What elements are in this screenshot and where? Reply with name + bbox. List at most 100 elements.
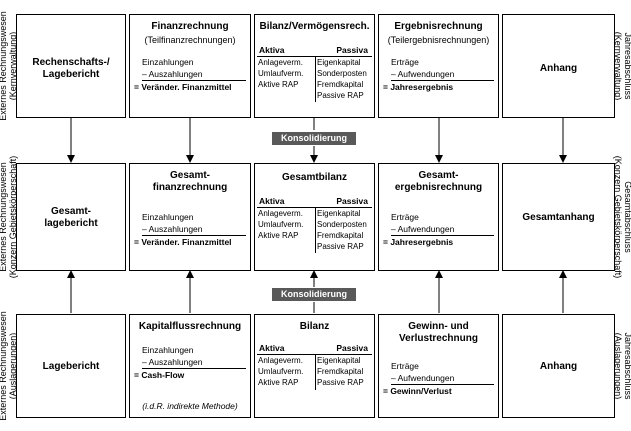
balance-title: Gesamtbilanz — [281, 172, 348, 183]
aktiva-label: Aktiva — [259, 45, 285, 55]
passiva-item: Passive RAP — [317, 378, 364, 387]
income-result: = Jahresergebnis — [383, 82, 454, 92]
box-income-row3: Gewinn- und Verlustrechnung Erträge – Au… — [378, 314, 499, 418]
t-account-rule — [257, 207, 372, 208]
flow-line-1: Einzahlungen — [142, 345, 194, 355]
annex-title: Anhang — [539, 63, 578, 74]
income-rule — [391, 384, 494, 385]
report-title: Lagebericht — [42, 361, 100, 372]
flow-subtitle: (Teilfinanzrechnungen) — [144, 35, 236, 45]
flow-line-2: – Auszahlungen — [142, 357, 203, 367]
box-balance-row2: Gesamtbilanz Aktiva Passiva Anlageverm. U… — [254, 163, 375, 271]
passiva-label: Passiva — [336, 343, 368, 353]
box-annex-row3: Anhang — [502, 314, 615, 418]
passiva-item: Eigenkapital — [317, 209, 361, 218]
flow-rule — [142, 368, 246, 369]
side-right-title: Jahresabschluss — [623, 332, 631, 400]
consolidation-label-bottom: Konsolidierung — [272, 288, 356, 301]
passiva-item: Eigenkapital — [317, 356, 361, 365]
box-annex-row1: Anhang — [502, 14, 615, 118]
aktiva-item: Aktive RAP — [258, 80, 299, 89]
income-line-2: – Aufwendungen — [391, 224, 455, 234]
balance-title: Bilanz/Vermögensrech. — [259, 21, 370, 32]
passiva-label: Passiva — [336, 45, 368, 55]
box-report-row2: Gesamt- lagebericht — [16, 163, 126, 271]
income-line-1: Erträge — [391, 57, 419, 67]
side-left-title: Externes Rechnungswesen — [0, 311, 8, 421]
income-title: Ergebnisrechnung — [394, 21, 483, 32]
side-label-left-row1: Externes Rechnungswesen(Kernverwaltung) — [0, 11, 18, 121]
income-line-2: – Aufwendungen — [391, 373, 455, 383]
box-flow-row3: Kapitalflussrechnung Einzahlungen – Ausz… — [129, 314, 251, 418]
box-annex-row2: Gesamtanhang — [502, 163, 615, 271]
box-flow-row2: Gesamt- finanzrechnung Einzahlungen – Au… — [129, 163, 251, 271]
side-label-right-row3: Jahresabschluss(Auslagerungen) — [613, 314, 631, 418]
flow-result: = Veränder. Finanzmittel — [134, 82, 232, 92]
side-right-title: Jahresabschluss — [623, 32, 631, 100]
passiva-item: Passive RAP — [317, 91, 364, 100]
flow-line-2: – Auszahlungen — [142, 224, 203, 234]
passiva-item: Passive RAP — [317, 242, 364, 251]
passiva-item: Eigenkapital — [317, 58, 361, 67]
box-balance-row1: Bilanz/Vermögensrech. Aktiva Passiva Anla… — [254, 14, 375, 118]
flow-note: (i.d.R. indirekte Methode) — [142, 401, 238, 411]
t-account-divider — [315, 56, 316, 102]
t-account-divider — [315, 354, 316, 390]
box-report-row3: Lagebericht — [16, 314, 126, 418]
side-left-title: Externes Rechnungswesen — [0, 11, 8, 121]
income-result: = Jahresergebnis — [383, 237, 454, 247]
aktiva-item: Anlageverm. — [258, 58, 303, 67]
income-title: Gewinn- und Verlustrechnung — [399, 321, 478, 344]
t-account-rule — [257, 354, 372, 355]
aktiva-item: Umlaufverm. — [258, 367, 304, 376]
flow-title: Kapitalflussrechnung — [138, 321, 242, 332]
flow-line-1: Einzahlungen — [142, 57, 194, 67]
passiva-item: Sonderposten — [317, 220, 367, 229]
flow-title: Finanzrechnung — [151, 21, 229, 32]
box-income-row2: Gesamt- ergebnisrechnung Erträge – Aufwe… — [378, 163, 499, 271]
side-label-right-row1: Jahresabschluss(Kernverwaltung) — [613, 14, 631, 118]
side-label-left-row2: Externes Rechnungswesen(Konzern Gebietsk… — [0, 156, 18, 279]
income-line-1: Erträge — [391, 361, 419, 371]
side-right-title: Gesamtabschluss — [623, 181, 631, 253]
t-account-rule — [257, 56, 372, 57]
income-title: Gesamt- ergebnisrechnung — [394, 170, 483, 193]
aktiva-item: Umlaufverm. — [258, 69, 304, 78]
flow-result: = Veränder. Finanzmittel — [134, 237, 232, 247]
flow-rule — [142, 80, 246, 81]
side-left-title: Externes Rechnungswesen — [0, 162, 8, 272]
passiva-label: Passiva — [336, 196, 368, 206]
aktiva-item: Aktive RAP — [258, 378, 299, 387]
passiva-item: Fremdkapital — [317, 231, 364, 240]
annex-title: Anhang — [539, 361, 578, 372]
annex-title: Gesamtanhang — [522, 212, 595, 223]
flow-rule — [142, 235, 246, 236]
flow-line-2: – Auszahlungen — [142, 69, 203, 79]
aktiva-item: Aktive RAP — [258, 231, 299, 240]
box-report-row1: Rechenschafts-/ Lagebericht — [16, 14, 126, 118]
income-rule — [391, 235, 494, 236]
t-account-divider — [315, 207, 316, 253]
consolidation-label-top: Konsolidierung — [272, 132, 356, 145]
aktiva-label: Aktiva — [259, 196, 285, 206]
aktiva-item: Umlaufverm. — [258, 220, 304, 229]
report-title: Rechenschafts-/ Lagebericht — [32, 57, 110, 80]
income-line-1: Erträge — [391, 212, 419, 222]
aktiva-item: Anlageverm. — [258, 209, 303, 218]
aktiva-item: Anlageverm. — [258, 356, 303, 365]
passiva-item: Fremdkapital — [317, 80, 364, 89]
passiva-item: Sonderposten — [317, 69, 367, 78]
flow-result: = Cash-Flow — [134, 370, 185, 380]
income-line-2: – Aufwendungen — [391, 69, 455, 79]
balance-title: Bilanz — [299, 321, 330, 332]
income-subtitle: (Teilergebnisrechnungen) — [387, 35, 490, 45]
aktiva-label: Aktiva — [259, 343, 285, 353]
flow-line-1: Einzahlungen — [142, 212, 194, 222]
income-result: = Gewinn/Verlust — [383, 386, 452, 396]
box-income-row1: Ergebnisrechnung (Teilergebnisrechnungen… — [378, 14, 499, 118]
side-label-right-row2: Gesamtabschluss(Konzern Gebietskörpersch… — [613, 156, 631, 279]
flow-title: Gesamt- finanzrechnung — [152, 170, 228, 193]
box-balance-row3: Bilanz Aktiva Passiva Anlageverm. Umlaufv… — [254, 314, 375, 418]
box-flow-row1: Finanzrechnung (Teilfinanzrechnungen) Ei… — [129, 14, 251, 118]
